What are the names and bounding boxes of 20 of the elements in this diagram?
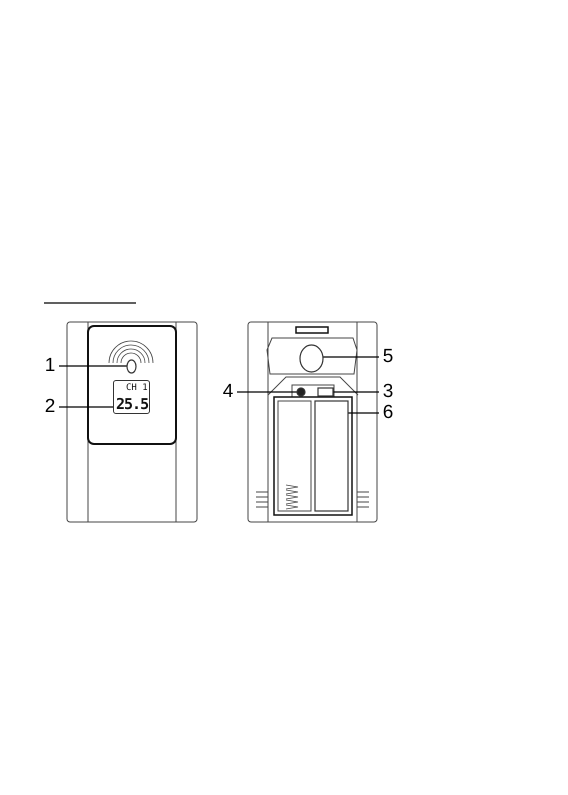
hanging-hole [299,344,324,373]
channel-switch [317,387,334,397]
channel-reading: CH 1 [126,383,148,393]
leader-line [237,391,297,393]
battery-compartment [314,400,349,512]
callout-number: 4 [221,382,235,402]
callout-number: 1 [43,356,57,376]
callout-number: 3 [381,382,395,402]
callout-number: 5 [381,347,395,367]
leader-line [59,365,127,367]
callout-number: 2 [43,397,57,417]
leader-line [59,406,113,408]
callout-number: 6 [381,403,395,423]
indicator-light [126,359,137,374]
temperature-reading: 25.5 [116,395,148,413]
leader-line [323,356,379,358]
leader-line [348,412,379,414]
leader-line [333,391,379,393]
lcd-display [113,380,150,414]
reset-button [296,387,306,397]
